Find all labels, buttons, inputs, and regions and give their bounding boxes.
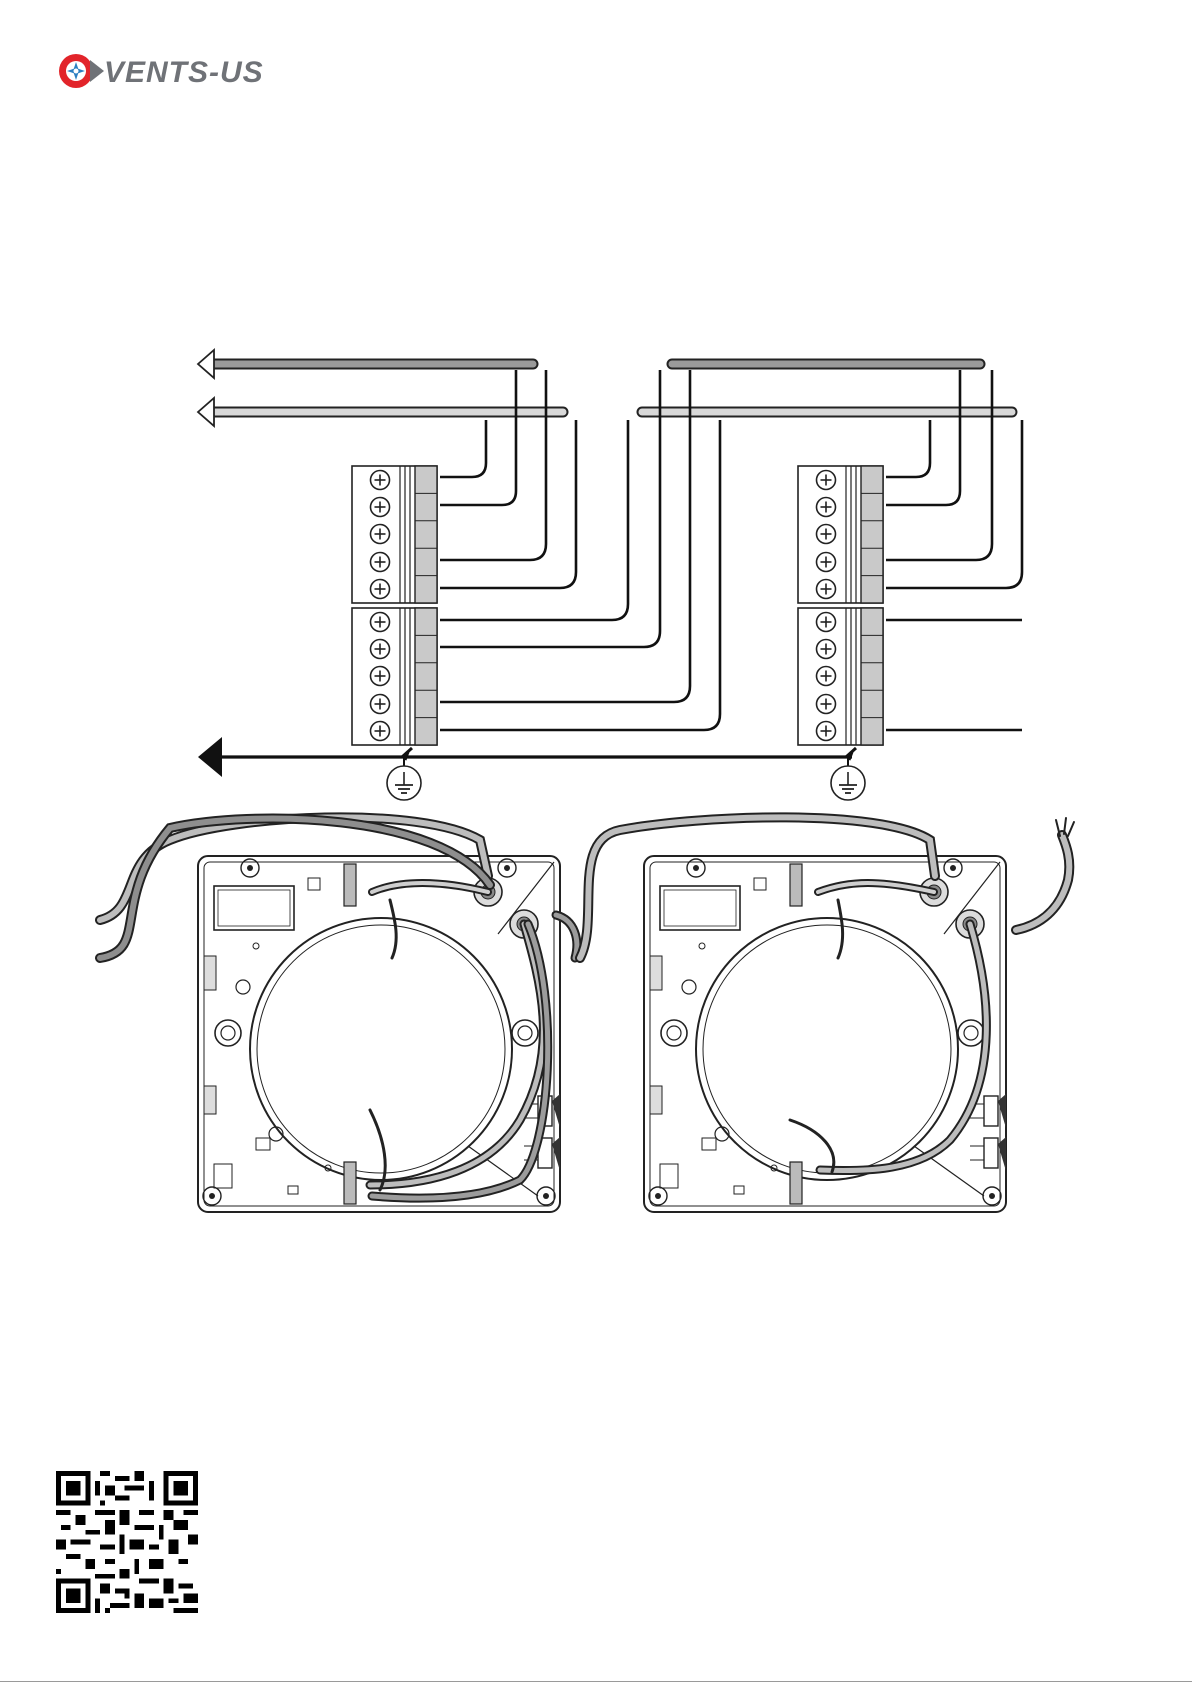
bottom-rule	[0, 1681, 1192, 1682]
terminal-block-left-bottom	[352, 608, 437, 745]
left-unit-conductors	[440, 370, 720, 730]
terminal-block-right-top	[798, 466, 883, 603]
terminal-block-left-top	[352, 466, 437, 603]
right-unit-conductors	[886, 370, 1022, 730]
bus-cable-upper	[198, 350, 533, 378]
fan-unit-right	[644, 856, 1006, 1212]
qr-code-icon	[56, 1471, 198, 1613]
ground-bus	[198, 737, 852, 777]
bus-cable-lower	[198, 398, 563, 426]
terminal-block-right-bottom	[798, 608, 883, 745]
fan-unit-left	[198, 856, 560, 1212]
